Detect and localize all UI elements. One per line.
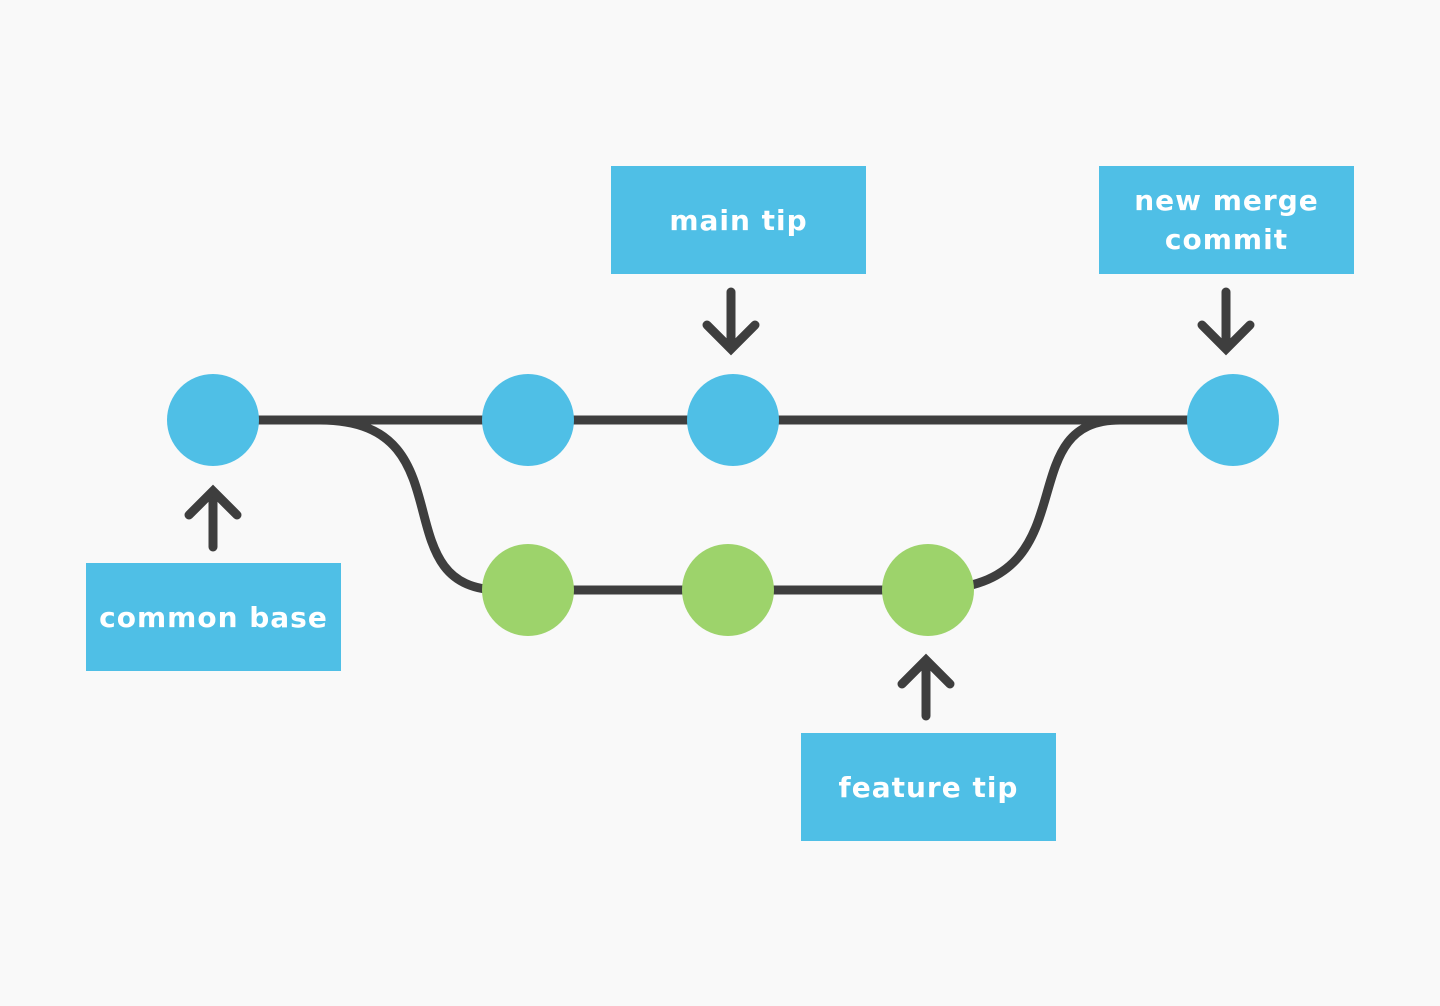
commit-feature xyxy=(482,544,574,636)
arrow-up-icon xyxy=(184,484,242,552)
main-tip-text: main tip xyxy=(669,203,808,237)
main-tip-label: main tip xyxy=(611,166,866,274)
arrow-down-icon xyxy=(702,287,760,356)
common-base-text: common base xyxy=(99,600,328,634)
merge-commit-text-line2: commit xyxy=(1164,223,1289,256)
common-base-label: common base xyxy=(86,563,341,671)
merge-commit-text-line1: new merge xyxy=(1134,184,1319,217)
arrow-up-icon xyxy=(897,653,955,721)
merge-commit-label: new merge commit xyxy=(1099,166,1354,274)
arrow-down-icon xyxy=(1197,287,1255,356)
commit-main-tip xyxy=(687,374,779,466)
feature-tip-text: feature tip xyxy=(838,770,1019,804)
feature-tip-label: feature tip xyxy=(801,733,1056,841)
commit-merge xyxy=(1187,374,1279,466)
commit-common-base xyxy=(167,374,259,466)
commit-feature xyxy=(682,544,774,636)
commit-main xyxy=(482,374,574,466)
commit-feature-tip xyxy=(882,544,974,636)
